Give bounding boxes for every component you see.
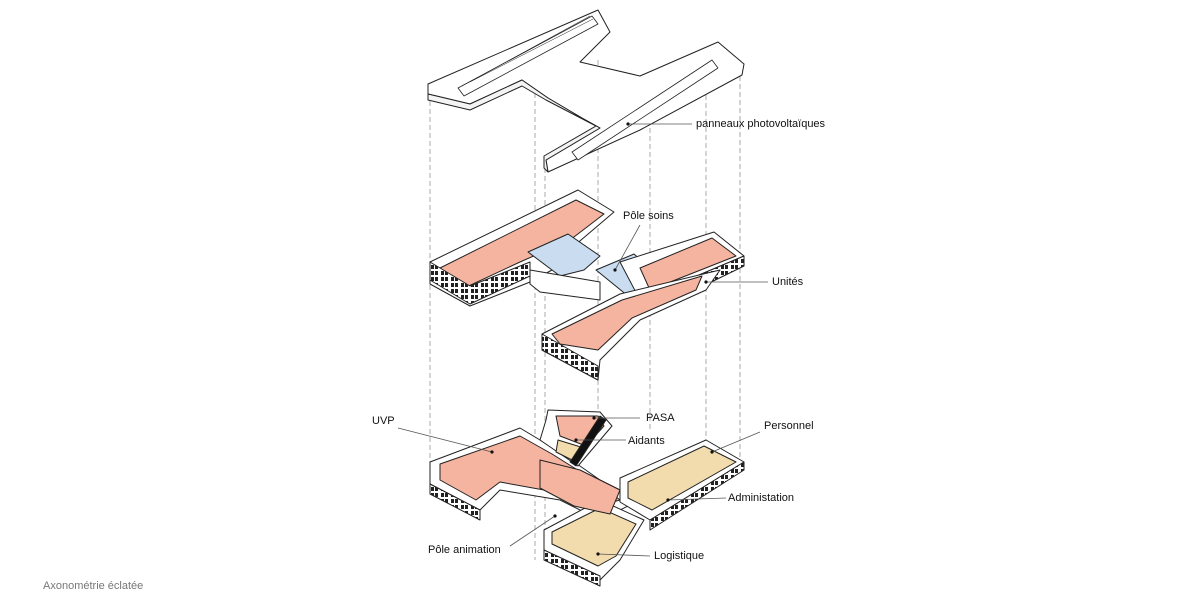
- ground-level: [429, 409, 745, 587]
- animation-area: [539, 459, 621, 515]
- south-wing-rooms: [551, 275, 703, 351]
- south-wing-facade: [541, 333, 599, 381]
- leader-lines: [397, 123, 768, 557]
- uvp-wing-facade: [429, 483, 481, 521]
- label-unites: Unités: [772, 276, 804, 288]
- label-pasa: PASA: [646, 412, 675, 424]
- units-level: [429, 189, 745, 381]
- label-administation: Administation: [728, 492, 795, 504]
- logistics-facade: [543, 549, 601, 587]
- label-pole-soins: Pôle soins: [623, 210, 674, 222]
- label-personnel: Personnel: [764, 420, 814, 432]
- label-pole-animation: Pôle animation: [428, 544, 501, 556]
- label-aidants: Aidants: [628, 435, 665, 447]
- care-core-floor: [527, 233, 601, 277]
- leader-dots: [490, 122, 714, 556]
- label-logistique: Logistique: [654, 550, 705, 562]
- label-panneaux: panneaux photovoltaïques: [696, 118, 826, 130]
- services-wing-facade: [649, 461, 745, 531]
- pasa-dark-wall: [569, 415, 607, 467]
- roof-level: [427, 9, 745, 173]
- roof-slab-edge: [427, 79, 601, 173]
- services-wing-rooms: [627, 445, 737, 511]
- east-wing-rooms: [639, 237, 737, 291]
- central-connector: [529, 269, 601, 301]
- label-uvp: UVP: [372, 415, 395, 427]
- solar-panels: [457, 15, 719, 161]
- caption: Axonométrie éclatée: [43, 580, 144, 592]
